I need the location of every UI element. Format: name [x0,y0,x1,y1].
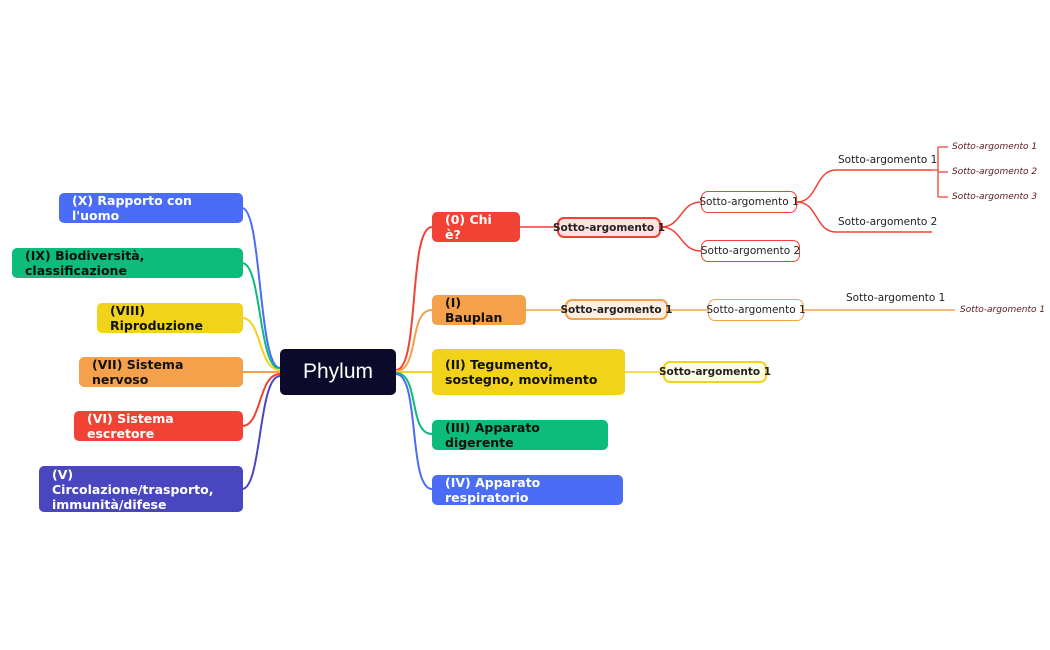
sub-line-chi-e-3b [796,201,932,233]
branch-line-circolazione [241,375,281,490]
subtopic-chi-e-1-1[interactable]: Sotto-argomento 1 [699,191,799,213]
topic-label: (V) Circolazione/trasporto, immunità/dif… [52,466,214,512]
topic-chi-e[interactable]: (0) Chi è? [432,212,520,242]
topic-tegumento[interactable]: (II) Tegumento, sostegno, movimento [432,349,625,395]
subtopic-label: Sotto-argomento 1 [552,221,666,234]
subtopic-label: Sotto-argomento 1 [699,196,799,208]
topic-riproduzione[interactable]: (VIII) Riproduzione [97,303,243,333]
topic-biodiversita[interactable]: (IX) Biodiversità, classificazione [12,248,243,278]
subtopic-chi-e-1-1-1[interactable]: Sotto-argomento 1 [838,154,938,166]
topic-label: (I) Bauplan [445,295,503,325]
subtopic-chi-e-1-2[interactable]: Sotto-argomento 2 [701,240,800,262]
topic-label: (X) Rapporto con l'uomo [72,193,192,223]
subtopic-label: Sotto-argomento 1 [706,304,806,316]
topic-label: (III) Apparato digerente [445,420,540,450]
branch-line-bauplan [395,309,433,372]
sub-line-chi-e-2a [660,201,702,228]
topic-apparato-digerente[interactable]: (III) Apparato digerente [432,420,608,450]
sub-line-chi-e-4 [932,146,948,198]
topic-circolazione[interactable]: (V) Circolazione/trasporto, immunità/dif… [39,466,243,512]
central-topic-phylum[interactable]: Phylum [280,349,396,395]
topic-label: (VI) Sistema escretore [87,411,174,441]
branch-line-escretore [241,373,281,427]
topic-label: (VIII) Riproduzione [110,303,203,333]
topic-label: (II) Tegumento, sostegno, movimento [445,357,598,387]
branch-line-chi-e [395,226,433,371]
subtopic-label: Sotto-argomento 2 [700,245,801,257]
central-topic-label: Phylum [302,360,374,383]
branch-line-digerente [395,372,433,435]
subtopic-chi-e-leaf-3[interactable]: Sotto-argomento 3 [952,192,1038,202]
topic-label: (IV) Apparato respiratorio [445,475,541,505]
subtopic-tegumento-1[interactable]: Sotto-argomento 1 [659,361,771,383]
sub-line-chi-e-2b [660,226,702,252]
subtopic-label: Sotto-argomento 1 [560,303,673,316]
topic-label: (IX) Biodiversità, classificazione [25,248,145,278]
subtopic-bauplan-1[interactable]: Sotto-argomento 1 [560,299,673,320]
topic-sistema-nervoso[interactable]: (VII) Sistema nervoso [79,357,243,387]
subtopic-label: Sotto-argomento 1 [658,366,772,378]
topic-sistema-escretore[interactable]: (VI) Sistema escretore [74,411,243,441]
subtopic-chi-e-leaf-1[interactable]: Sotto-argomento 1 [952,142,1038,152]
branch-line-biodiversita [241,262,281,370]
subtopic-bauplan-1-1[interactable]: Sotto-argomento 1 [706,299,806,321]
topic-label: (0) Chi è? [445,212,492,242]
topic-bauplan[interactable]: (I) Bauplan [432,295,526,325]
branch-line-respiratorio [395,373,433,490]
subtopic-chi-e-1[interactable]: Sotto-argomento 1 [553,217,665,238]
subtopic-bauplan-leaf-1[interactable]: Sotto-argomento 1 [960,305,1046,315]
topic-apparato-respiratorio[interactable]: (IV) Apparato respiratorio [432,475,623,505]
sub-line-chi-e-3a [796,169,932,203]
branch-line-riproduzione [241,317,281,371]
subtopic-bauplan-1-1-1[interactable]: Sotto-argomento 1 [846,292,946,304]
subtopic-chi-e-1-1-2[interactable]: Sotto-argomento 2 [838,216,938,228]
topic-rapporto-uomo[interactable]: (X) Rapporto con l'uomo [59,193,243,223]
topic-label: (VII) Sistema nervoso [92,357,184,387]
subtopic-chi-e-leaf-2[interactable]: Sotto-argomento 2 [952,167,1038,177]
branch-line-rapporto [241,207,281,369]
